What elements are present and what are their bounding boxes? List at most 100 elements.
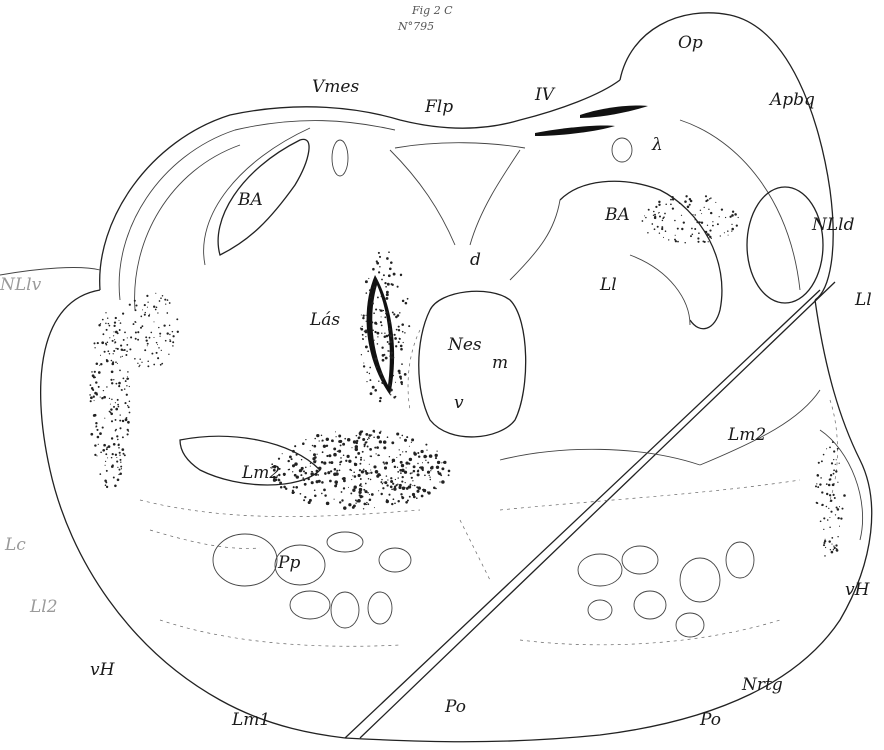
right-lateral-contour xyxy=(820,430,863,540)
stipple-dot xyxy=(436,450,437,451)
stipple-dot xyxy=(157,312,158,313)
stipple-dot xyxy=(100,363,102,365)
stipple-dot xyxy=(318,467,321,470)
stipple-dot xyxy=(397,471,399,473)
stipple-dot xyxy=(362,438,365,441)
stipple-dot xyxy=(833,546,834,547)
stipple-dot xyxy=(348,460,351,463)
stipple-dot xyxy=(96,429,98,431)
stipple-dot xyxy=(361,495,363,497)
stipple-dot xyxy=(388,328,391,331)
stipple-dot xyxy=(411,472,412,473)
stipple-dot xyxy=(701,213,702,214)
stipple-dot xyxy=(115,317,117,319)
stipple-dot xyxy=(677,241,679,243)
stipple-dot xyxy=(300,493,302,495)
stipple-dot xyxy=(840,517,842,519)
stipple-dot xyxy=(425,460,426,461)
stipple-dot xyxy=(343,455,345,457)
stipple-dot xyxy=(111,437,113,439)
stipple-dot xyxy=(292,490,294,492)
stipple-dot xyxy=(99,432,102,435)
stipple-dot xyxy=(709,198,710,199)
stipple-dot xyxy=(129,386,130,387)
stipple-dot xyxy=(448,470,451,473)
stipple-dot xyxy=(712,225,714,227)
stipple-dot xyxy=(333,453,337,457)
stipple-dot xyxy=(391,441,394,444)
stipple-dot xyxy=(725,217,726,218)
stipple-dot xyxy=(830,474,832,476)
stipple-dot xyxy=(364,444,366,446)
stipple-dot xyxy=(690,200,693,203)
optic-protrusion-outline xyxy=(620,13,833,300)
stipple-dot xyxy=(815,485,817,487)
stipple-dot xyxy=(323,489,326,492)
label-lambda: λ xyxy=(651,135,663,155)
stipple-dot xyxy=(169,302,171,304)
stipple-dot xyxy=(328,454,331,457)
stipple-dot xyxy=(366,502,367,503)
stipple-dot xyxy=(117,348,119,350)
stipple-dot xyxy=(369,499,372,502)
stipple-dot xyxy=(823,544,825,546)
stipple-dot xyxy=(99,473,101,475)
stipple-dot xyxy=(316,470,319,473)
stipple-dot xyxy=(381,325,383,327)
stipple-dot xyxy=(387,479,388,480)
stipple-dot xyxy=(146,339,148,341)
stipple-dot xyxy=(169,340,171,342)
stipple-dot xyxy=(831,544,832,545)
stipple-dot xyxy=(662,217,664,219)
stipple-dot xyxy=(675,240,677,242)
stipple-dot xyxy=(95,426,96,427)
stipple-dot xyxy=(690,235,692,237)
stipple-dot xyxy=(835,514,836,515)
label-ll-right: Ll xyxy=(854,290,872,310)
stipple-dot xyxy=(386,293,389,296)
stipple-dot xyxy=(151,353,153,355)
pp-fiber-bundles-right xyxy=(578,542,754,637)
stipple-dot xyxy=(115,361,117,363)
stipple-dot xyxy=(145,336,147,338)
stipple-dot xyxy=(283,486,286,489)
stipple-dot xyxy=(93,396,95,398)
stipple-dot xyxy=(361,470,364,473)
stipple-dot xyxy=(314,494,317,497)
stipple-dot xyxy=(710,197,711,198)
stipple-dot xyxy=(363,503,366,506)
stipple-dot xyxy=(119,469,121,471)
stipple-dot xyxy=(293,486,295,488)
stipple-dot xyxy=(90,400,92,402)
stipple-dot xyxy=(120,414,121,415)
stipple-dot xyxy=(412,480,413,481)
stipple-dot xyxy=(101,341,104,344)
stipple-dot xyxy=(370,479,371,480)
stipple-dot xyxy=(324,494,326,496)
stipple-dot xyxy=(376,332,379,335)
stipple-dot xyxy=(144,314,146,316)
stipple-dot xyxy=(118,447,120,449)
stipple-dot xyxy=(383,440,387,444)
stipple-dot xyxy=(427,462,429,464)
stipple-dot xyxy=(670,203,672,205)
stipple-dot xyxy=(345,460,347,462)
stipple-dot xyxy=(370,392,373,395)
stipple-dot xyxy=(826,483,828,485)
stipple-dot xyxy=(448,474,450,476)
stipple-dot xyxy=(697,237,699,239)
stipple-dot xyxy=(335,431,336,432)
stipple-dot xyxy=(119,370,121,372)
stipple-dot xyxy=(120,345,122,347)
stipple-dot xyxy=(334,499,335,500)
stipple-dot xyxy=(408,325,410,327)
stipple-dot xyxy=(315,460,316,461)
stipple-dot xyxy=(707,225,708,226)
stipple-dot xyxy=(376,446,379,449)
stipple-dot xyxy=(416,490,419,493)
stipple-dot xyxy=(692,234,694,236)
stipple-dot xyxy=(366,491,368,493)
stipple-dot xyxy=(829,494,831,496)
op-inner-contour xyxy=(680,120,800,290)
